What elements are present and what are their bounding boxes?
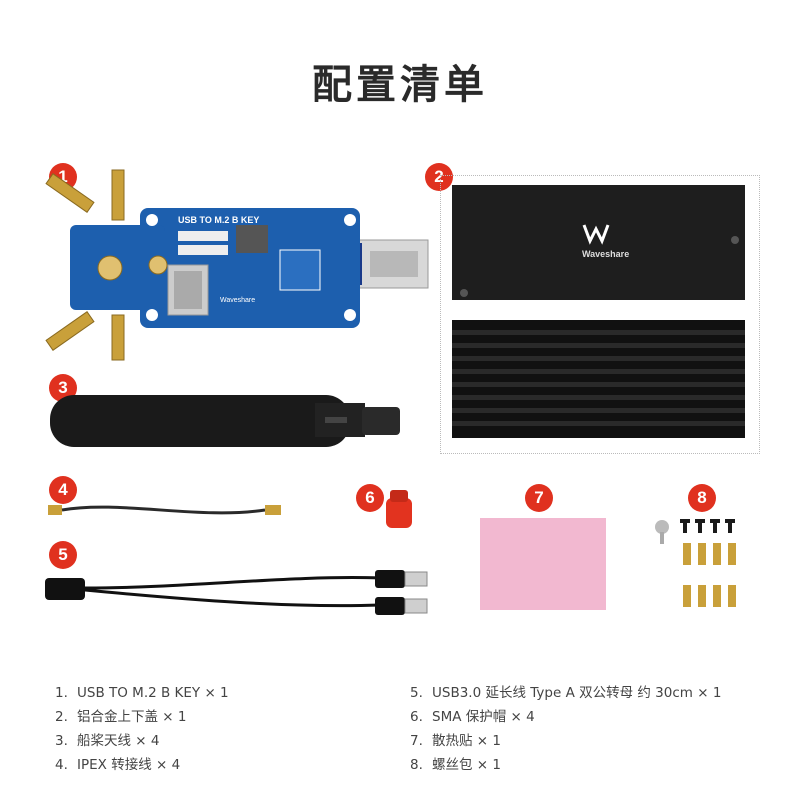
list-item: 2.铝合金上下盖 × 1 [55,709,187,725]
thermal-pad [480,518,606,610]
list-item: 4.IPEX 转接线 × 4 [55,757,181,773]
badge-7: 7 [525,484,553,512]
page-title: 配置清单 [312,62,488,108]
screw-kit-illustration [655,519,736,607]
badge-5: 5 [49,541,77,569]
ipex-illustration [48,505,281,515]
usb-m2-board: USB TO M.2 B KEY Waveshare [40,165,440,365]
list-item: 8.螺丝包 × 1 [410,757,501,773]
list-item: 3.船桨天线 × 4 [55,733,160,749]
list-item: 1.USB TO M.2 B KEY × 1 [55,685,229,701]
parts-list-left: 1.USB TO M.2 B KEY × 1 2.铝合金上下盖 × 1 3.船桨… [55,681,229,777]
usb-y-cable [40,560,440,630]
ipex-cable [40,495,290,525]
aluminium-case: Waveshare [452,185,747,440]
usb-cable-illustration [45,570,428,615]
paddle-antenna [50,385,410,460]
parts-list-right: 5.USB3.0 延长线 Type A 双公转母 约 30cm × 1 6.SM… [410,681,721,777]
board-illustration: USB TO M.2 B KEY Waveshare [45,169,429,361]
list-item: 5.USB3.0 延长线 Type A 双公转母 约 30cm × 1 [410,685,722,701]
badge-6: 6 [356,484,384,512]
case-brand: Waveshare [582,249,629,259]
antenna-illustration [50,395,400,447]
screw-kit [650,515,750,615]
case-frame [440,175,760,454]
board-label: USB TO M.2 B KEY [178,215,259,225]
list-item: 6.SMA 保护帽 × 4 [410,709,535,725]
sma-cap-illustration [386,490,412,528]
board-brand: Waveshare [220,297,255,304]
badge-2: 2 [425,163,453,191]
badge-8: 8 [688,484,716,512]
list-item: 7.散热贴 × 1 [410,733,501,749]
badge-4: 4 [49,476,77,504]
sma-cap [380,488,420,533]
case-illustration: Waveshare [452,185,745,438]
